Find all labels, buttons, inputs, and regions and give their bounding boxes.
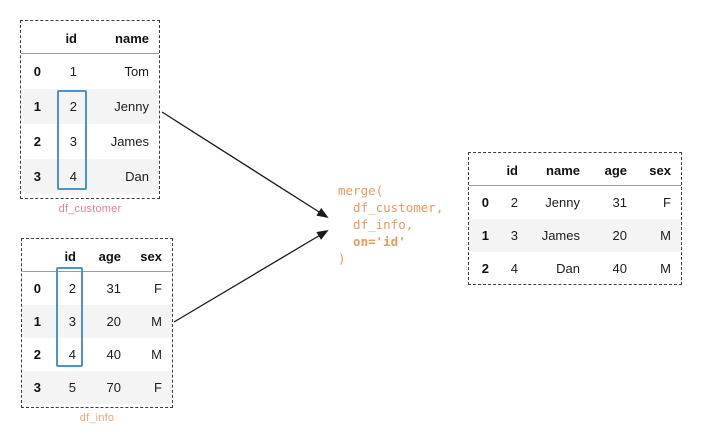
row-index: 3 xyxy=(33,168,41,184)
age-col-header: age xyxy=(590,155,637,186)
cell-id: 2 xyxy=(68,280,76,296)
code-line-merge-open: merge( xyxy=(338,183,384,198)
merge-code: merge( df_customer, df_info, on='id' ) xyxy=(338,182,443,267)
df-customer-label: df_customer xyxy=(58,203,122,215)
name-col-header: name xyxy=(528,155,590,186)
code-line-df-customer-arg: df_customer, xyxy=(338,200,444,215)
cell-age: 70 xyxy=(106,379,121,395)
id-col-header: id xyxy=(499,155,528,186)
header-row: id name xyxy=(21,23,159,54)
cell-age: 20 xyxy=(612,227,627,243)
merge-key-highlight-customer xyxy=(57,90,87,190)
table-row: 0 2 Jenny 31 F xyxy=(469,186,681,219)
df-info-table: id age sex 0 2 31 F 1 3 20 M xyxy=(22,241,172,404)
table-row: 2 4 40 M xyxy=(22,338,172,371)
cell-name: Jenny xyxy=(545,194,580,210)
cell-name: James xyxy=(110,133,149,149)
row-index: 2 xyxy=(33,133,41,149)
merge-key-highlight-info xyxy=(56,267,83,367)
sex-col-header: sex xyxy=(637,155,681,186)
table-row: 3 5 70 F xyxy=(22,370,172,404)
row-index: 1 xyxy=(481,227,489,243)
cell-sex: M xyxy=(151,346,162,362)
arrow-df-customer-to-merge xyxy=(161,111,329,219)
row-index: 2 xyxy=(33,346,41,362)
cell-name: Dan xyxy=(125,168,149,184)
index-col-header xyxy=(469,155,499,186)
cell-age: 20 xyxy=(106,313,121,329)
df-customer-panel: id name 0 1 Tom 1 2 Jenny 2 3 Ja xyxy=(20,20,160,199)
name-col-header: name xyxy=(87,23,159,54)
sex-col-header: sex xyxy=(131,241,172,272)
table-row: 1 3 20 M xyxy=(22,304,172,338)
cell-sex: M xyxy=(151,313,162,329)
row-index: 0 xyxy=(33,63,41,79)
index-col-header xyxy=(22,241,51,272)
cell-id: 3 xyxy=(68,313,76,329)
cell-id: 1 xyxy=(69,63,77,79)
table-row: 1 3 James 20 M xyxy=(469,218,681,252)
row-index: 1 xyxy=(33,98,41,114)
cell-id: 3 xyxy=(510,227,518,243)
cell-age: 40 xyxy=(612,260,627,276)
cell-sex: M xyxy=(660,227,671,243)
row-index: 1 xyxy=(33,313,41,329)
age-col-header: age xyxy=(86,241,131,272)
merge-result-table: id name age sex 0 2 Jenny 31 F 1 3 James xyxy=(469,155,681,285)
table-row: 2 4 Dan 40 M xyxy=(469,252,681,285)
df-info-panel: id age sex 0 2 31 F 1 3 20 M xyxy=(21,238,173,408)
code-line-df-info-arg: df_info, xyxy=(338,217,414,232)
df-customer-table: id name 0 1 Tom 1 2 Jenny 2 3 Ja xyxy=(21,23,159,194)
header-row: id name age sex xyxy=(469,155,681,186)
cell-id: 5 xyxy=(68,379,76,395)
df-info-label: df_info xyxy=(79,412,115,424)
cell-age: 40 xyxy=(106,346,121,362)
table-row: 0 2 31 F xyxy=(22,272,172,305)
cell-id: 2 xyxy=(510,194,518,210)
cell-sex: F xyxy=(663,194,671,210)
cell-age: 31 xyxy=(106,280,121,296)
row-index: 0 xyxy=(481,194,489,210)
table-row: 0 1 Tom xyxy=(21,54,159,89)
header-row: id age sex xyxy=(22,241,172,272)
cell-name: Tom xyxy=(124,63,149,79)
id-col-header: id xyxy=(51,23,87,54)
cell-name: Dan xyxy=(556,260,580,276)
row-index: 3 xyxy=(33,379,41,395)
cell-id: 2 xyxy=(69,98,77,114)
index-col-header xyxy=(21,23,51,54)
merge-result-panel: id name age sex 0 2 Jenny 31 F 1 3 James xyxy=(468,152,682,285)
cell-id: 4 xyxy=(68,346,76,362)
table-row: 3 4 Dan xyxy=(21,158,159,194)
cell-sex: F xyxy=(154,379,162,395)
arrow-df-info-to-merge xyxy=(173,230,329,323)
cell-sex: M xyxy=(660,260,671,276)
cell-age: 31 xyxy=(612,194,627,210)
row-index: 2 xyxy=(481,260,489,276)
cell-id: 3 xyxy=(69,133,77,149)
table-row: 2 3 James xyxy=(21,124,159,159)
cell-id: 4 xyxy=(69,168,77,184)
code-line-on-id-arg: on='id' xyxy=(338,234,406,249)
cell-sex: F xyxy=(154,280,162,296)
id-col-header: id xyxy=(51,241,86,272)
cell-name: James xyxy=(541,227,580,243)
table-row: 1 2 Jenny xyxy=(21,88,159,124)
row-index: 0 xyxy=(33,280,41,296)
cell-name: Jenny xyxy=(114,98,149,114)
cell-id: 4 xyxy=(510,260,518,276)
code-line-close-paren: ) xyxy=(338,251,346,266)
